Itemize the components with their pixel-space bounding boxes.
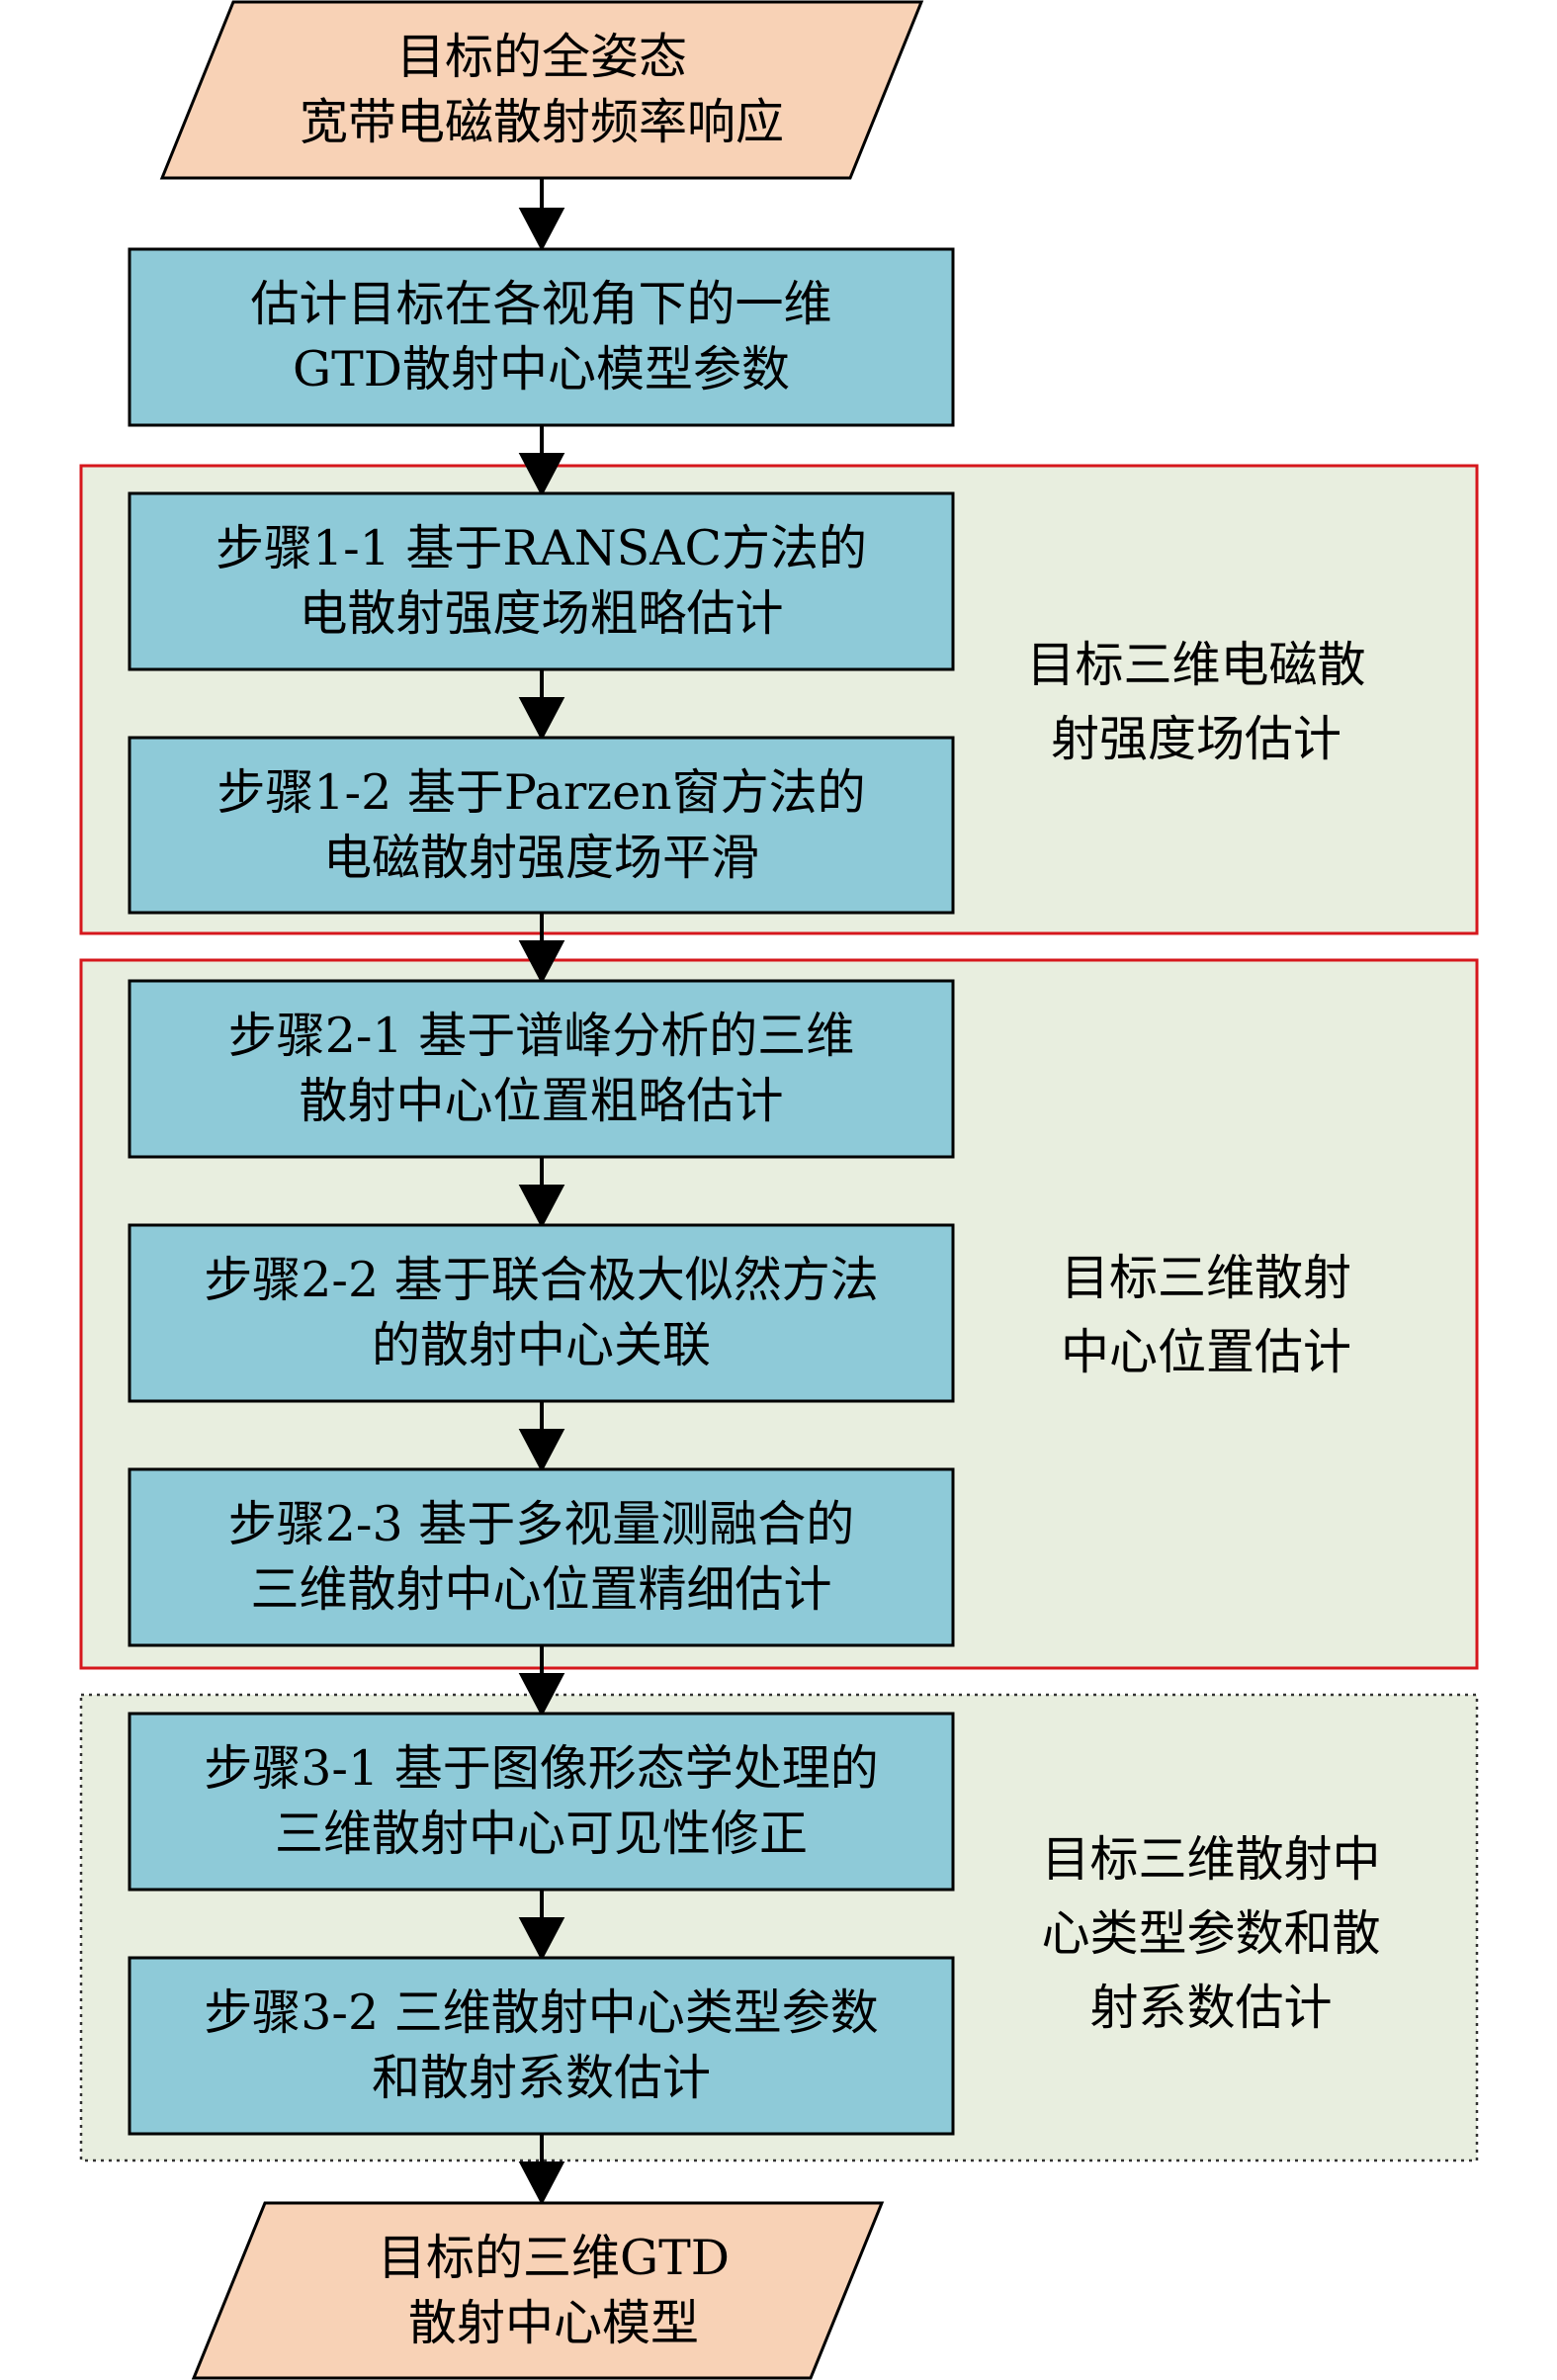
step-line: 步骤1-1 基于RANSAC方法的 xyxy=(215,520,868,576)
arrowhead xyxy=(518,1185,565,1229)
step-line: 步骤3-2 三维散射中心类型参数 xyxy=(204,1984,879,2041)
step-1-1-box xyxy=(128,491,955,671)
arrowhead xyxy=(518,2161,565,2206)
step-line: 和散射系数估计 xyxy=(371,2050,711,2106)
step-3-2-text: 步骤3-2 三维散射中心类型参数 和散射系数估计 xyxy=(130,1958,953,2134)
step-2-3-box xyxy=(128,1467,955,1647)
step-3-2-box xyxy=(128,1956,955,2136)
start-node-line: 宽带电磁散射频率响应 xyxy=(299,94,784,150)
step-line: 步骤2-3 基于多视量测融合的 xyxy=(227,1496,855,1552)
step-line: 的散射中心关联 xyxy=(371,1317,711,1373)
arrowhead xyxy=(518,697,565,742)
start-node-line: 目标的全姿态 xyxy=(395,29,687,85)
pre-step-line: GTD散射中心模型参数 xyxy=(292,341,791,397)
group-label-line: 目标三维散射 xyxy=(1060,1250,1351,1306)
group-label-line: 心类型参数和散 xyxy=(1041,1904,1381,1962)
end-node-line: 散射中心模型 xyxy=(407,2294,699,2351)
step-2-2-text: 步骤2-2 基于联合极大似然方法 的散射中心关联 xyxy=(130,1225,953,1401)
arrowhead xyxy=(518,1429,565,1473)
step-line: 电磁散射强度场平滑 xyxy=(322,829,759,886)
group-2-label: 目标三维散射 中心位置估计 xyxy=(998,1206,1414,1424)
group-label-line: 射强度场估计 xyxy=(1050,711,1341,767)
step-3-1-text: 步骤3-1 基于图像形态学处理的 三维散射中心可见性修正 xyxy=(130,1714,953,1890)
step-2-2-box xyxy=(128,1223,955,1403)
step-1-2-box xyxy=(128,736,955,915)
start-node-shape xyxy=(159,0,924,180)
step-line: 步骤2-2 基于联合极大似然方法 xyxy=(204,1252,879,1308)
end-node-shape xyxy=(191,2201,885,2380)
step-line: 电散射强度场粗略估计 xyxy=(299,585,784,642)
arrowhead xyxy=(518,208,565,252)
step-line: 三维散射中心可见性修正 xyxy=(274,1806,808,1862)
start-node: 目标的全姿态 宽带电磁散射频率响应 xyxy=(168,2,915,178)
step-3-1-box xyxy=(128,1712,955,1892)
step-2-1-box xyxy=(128,979,955,1159)
step-line: 步骤3-1 基于图像形态学处理的 xyxy=(204,1740,879,1797)
arrowhead xyxy=(518,1917,565,1962)
group-label-line: 中心位置估计 xyxy=(1060,1324,1351,1380)
end-node: 目标的三维GTD 散射中心模型 xyxy=(208,2203,900,2378)
connectors xyxy=(518,178,565,2206)
group-1-label: 目标三维电磁散 射强度场估计 xyxy=(989,593,1404,811)
group-label-line: 射系数估计 xyxy=(1089,1979,1333,2036)
step-line: 三维散射中心位置精细估计 xyxy=(250,1561,832,1618)
step-1-1-text: 步骤1-1 基于RANSAC方法的 电散射强度场粗略估计 xyxy=(130,493,953,669)
arrowhead xyxy=(518,1673,565,1718)
step-line: 步骤1-2 基于Parzen窗方法的 xyxy=(216,763,866,821)
group-3-label: 目标三维散射中 心类型参数和散 射系数估计 xyxy=(998,1814,1424,2052)
step-line: 步骤2-1 基于谱峰分析的三维 xyxy=(227,1008,855,1064)
step-2-3-text: 步骤2-3 基于多视量测融合的 三维散射中心位置精细估计 xyxy=(130,1469,953,1645)
group-label-line: 目标三维电磁散 xyxy=(1026,637,1366,693)
group-label-line: 目标三维散射中 xyxy=(1041,1830,1381,1888)
pre-step-line: 估计目标在各视角下的一维 xyxy=(250,276,832,332)
pre-step-box xyxy=(128,247,955,427)
end-node-line: 目标的三维GTD xyxy=(377,2229,731,2286)
step-1-2-text: 步骤1-2 基于Parzen窗方法的 电磁散射强度场平滑 xyxy=(130,738,953,913)
step-2-1-text: 步骤2-1 基于谱峰分析的三维 散射中心位置粗略估计 xyxy=(130,981,953,1157)
arrowhead xyxy=(518,453,565,497)
arrowhead xyxy=(518,940,565,985)
pre-step-text: 估计目标在各视角下的一维 GTD散射中心模型参数 xyxy=(130,249,953,425)
step-line: 散射中心位置粗略估计 xyxy=(299,1073,784,1129)
